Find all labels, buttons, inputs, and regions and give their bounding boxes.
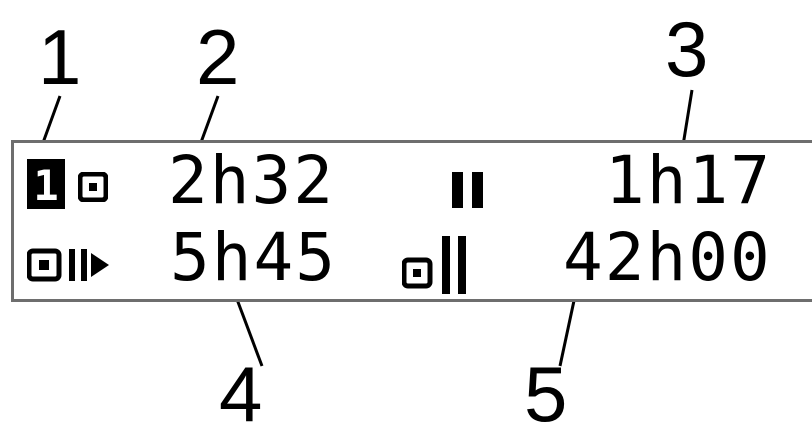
cumulative-time-value: 42h00 <box>563 219 772 296</box>
callout-number-5: 5 <box>524 350 568 438</box>
break-rest-icon <box>452 172 483 208</box>
tachograph-display <box>11 140 812 302</box>
steering-wheel-icon <box>78 172 108 202</box>
callout-number-1: 1 <box>38 13 82 101</box>
callout-number-3: 3 <box>665 5 709 93</box>
continuous-driving-value: 5h45 <box>170 219 337 296</box>
callout-number-4: 4 <box>219 350 263 438</box>
driver-slot-label: 1 <box>33 161 58 209</box>
break-time-value: 1h17 <box>605 142 772 219</box>
driving-time-value: 2h32 <box>168 142 335 219</box>
callout-number-2: 2 <box>196 13 240 101</box>
driver-1-indicator-icon: 1 <box>27 159 65 209</box>
continuous-driving-icon <box>27 248 109 282</box>
cumulative-driving-icon <box>402 236 466 294</box>
